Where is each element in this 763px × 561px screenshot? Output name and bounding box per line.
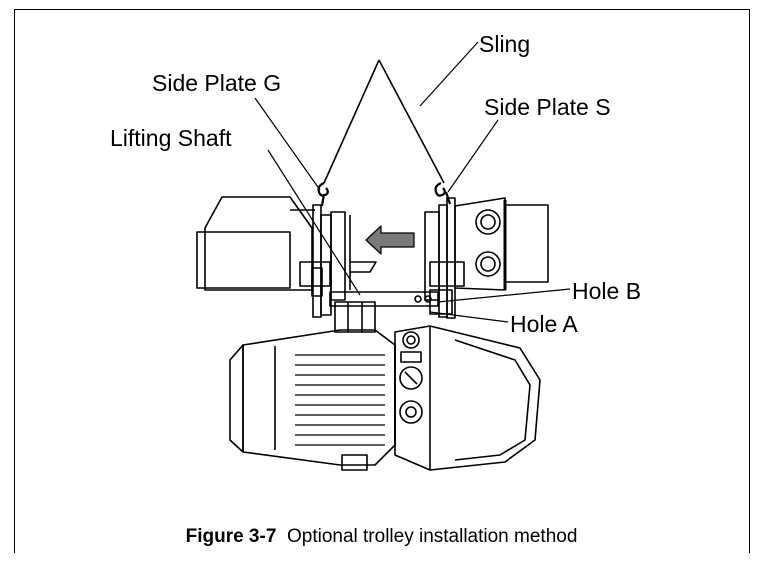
leader-lines xyxy=(254,41,571,323)
label-side-plate-g: Side Plate G xyxy=(152,70,282,96)
label-side-plate-s: Side Plate S xyxy=(484,94,611,120)
lifting-shaft xyxy=(329,215,439,307)
label-lifting-shaft: Lifting Shaft xyxy=(110,125,232,151)
direction-arrow-icon xyxy=(365,225,415,255)
side-plate-g-assembly xyxy=(196,196,346,318)
hook-s xyxy=(434,181,452,205)
label-hole-b: Hole B xyxy=(572,278,642,304)
hoist-gearbox xyxy=(394,325,541,471)
figure-caption: Figure 3-7 Optional trolley installation… xyxy=(0,526,763,548)
figure-frame xyxy=(14,9,750,553)
hook-g xyxy=(317,181,329,207)
label-hole-a: Hole A xyxy=(510,311,578,337)
side-plate-s-assembly xyxy=(424,197,549,319)
caption-text: Optional trolley installation method xyxy=(286,526,578,547)
sling-lines xyxy=(323,59,445,184)
label-sling: Sling xyxy=(479,31,531,57)
hoist-motor xyxy=(229,301,396,471)
caption-number: Figure 3-7 xyxy=(185,526,277,547)
